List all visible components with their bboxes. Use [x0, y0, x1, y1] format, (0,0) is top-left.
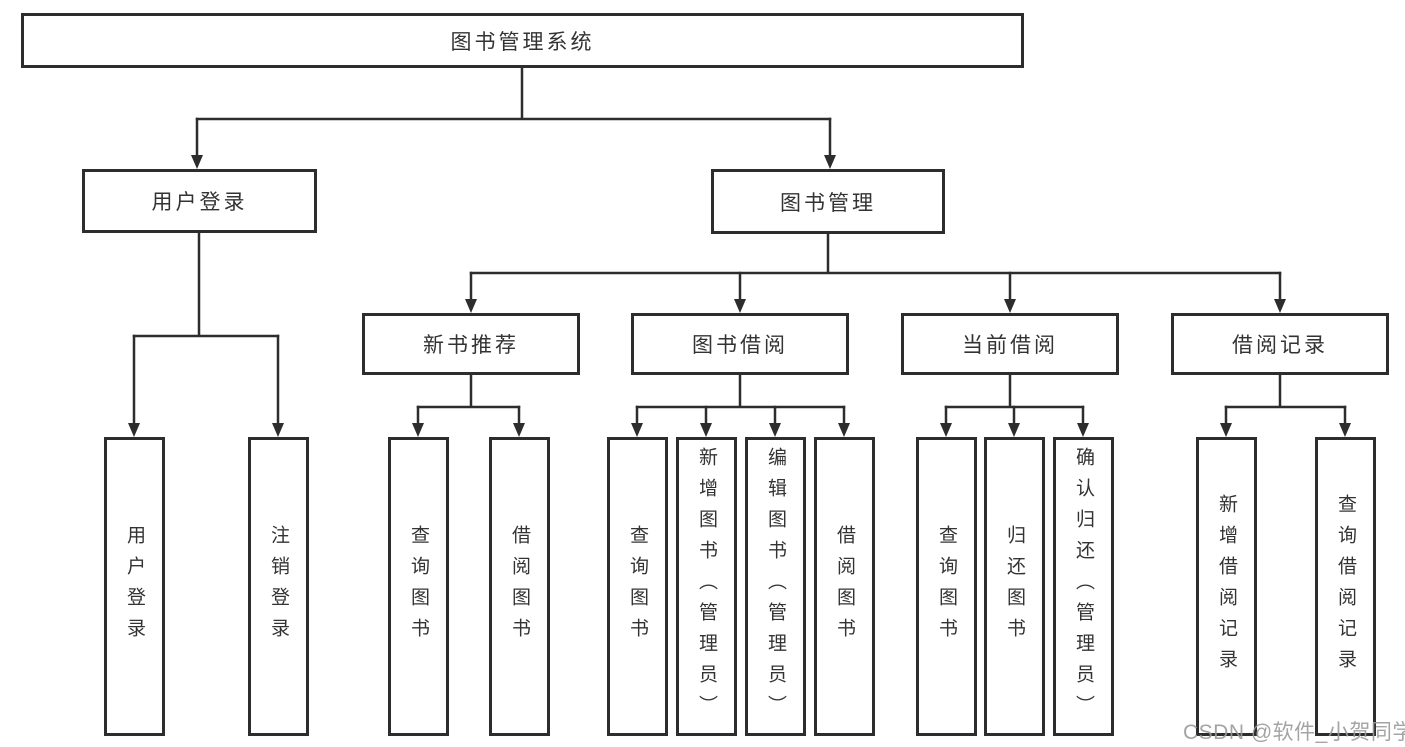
- node-label: 查询图书: [627, 524, 648, 649]
- node-current-borrow: 当前借阅: [901, 313, 1119, 375]
- node-leaf-user-login: 用户登录: [104, 437, 165, 736]
- node-label: 查询借阅记录: [1335, 493, 1356, 680]
- node-label: 借阅记录: [1232, 334, 1328, 357]
- node-leaf-query-books-current: 查询图书: [916, 437, 977, 736]
- edge-borrow-records-trunk: [1224, 373, 1347, 409]
- node-label: 查询图书: [936, 524, 957, 649]
- node-user-login: 用户登录: [82, 169, 317, 233]
- node-leaf-logout: 注销登录: [248, 437, 309, 736]
- node-label: 查询图书: [408, 524, 429, 649]
- node-leaf-confirm-return: 确认归还（管理员）: [1053, 437, 1114, 736]
- edge-root-trunk: [195, 66, 832, 121]
- node-book-borrow: 图书借阅: [631, 313, 849, 375]
- node-label: 归还图书: [1004, 524, 1025, 649]
- node-label: 新增借阅记录: [1216, 493, 1237, 680]
- node-leaf-query-borrow-record: 查询借阅记录: [1315, 437, 1376, 736]
- node-label: 借阅图书: [509, 524, 530, 649]
- node-label: 图书管理: [780, 191, 876, 215]
- node-new-book-rec: 新书推荐: [362, 313, 580, 375]
- edge-book-mgmt-trunk: [469, 232, 1282, 275]
- node-label: 新增图书（管理员）: [696, 447, 717, 726]
- node-label: 确认归还（管理员）: [1073, 447, 1094, 726]
- node-label: 图书借阅: [692, 334, 788, 357]
- edge-user-login-trunk: [132, 231, 280, 338]
- edge-book-borrow-trunk: [635, 373, 846, 409]
- edge-new-book-rec-trunk: [416, 373, 521, 409]
- node-label: 当前借阅: [962, 334, 1058, 357]
- node-leaf-query-books-borrow: 查询图书: [607, 437, 668, 736]
- node-leaf-borrow-books-borrow: 借阅图书: [814, 437, 875, 736]
- node-leaf-edit-books: 编辑图书（管理员）: [745, 437, 806, 736]
- node-label: 用户登录: [151, 191, 248, 214]
- node-leaf-borrow-books-rec: 借阅图书: [489, 437, 550, 736]
- csdn-watermark: CSDN @软件_小贺同学: [1183, 721, 1405, 744]
- node-label: 注销登录: [268, 524, 289, 649]
- node-label: 借阅图书: [834, 524, 855, 649]
- node-book-mgmt: 图书管理: [711, 169, 945, 234]
- node-label: 新书推荐: [423, 334, 519, 357]
- node-system-root: 图书管理系统: [21, 13, 1024, 68]
- node-borrow-records: 借阅记录: [1171, 313, 1389, 375]
- node-leaf-query-books-rec: 查询图书: [388, 437, 449, 736]
- node-label: 图书管理系统: [450, 30, 595, 54]
- node-label: 用户登录: [124, 524, 145, 649]
- node-leaf-add-books: 新增图书（管理员）: [676, 437, 737, 736]
- node-leaf-return-books: 归还图书: [984, 437, 1045, 736]
- edge-current-borrow-trunk: [944, 373, 1085, 409]
- node-leaf-add-borrow-record: 新增借阅记录: [1196, 437, 1257, 736]
- node-label: 编辑图书（管理员）: [765, 447, 786, 726]
